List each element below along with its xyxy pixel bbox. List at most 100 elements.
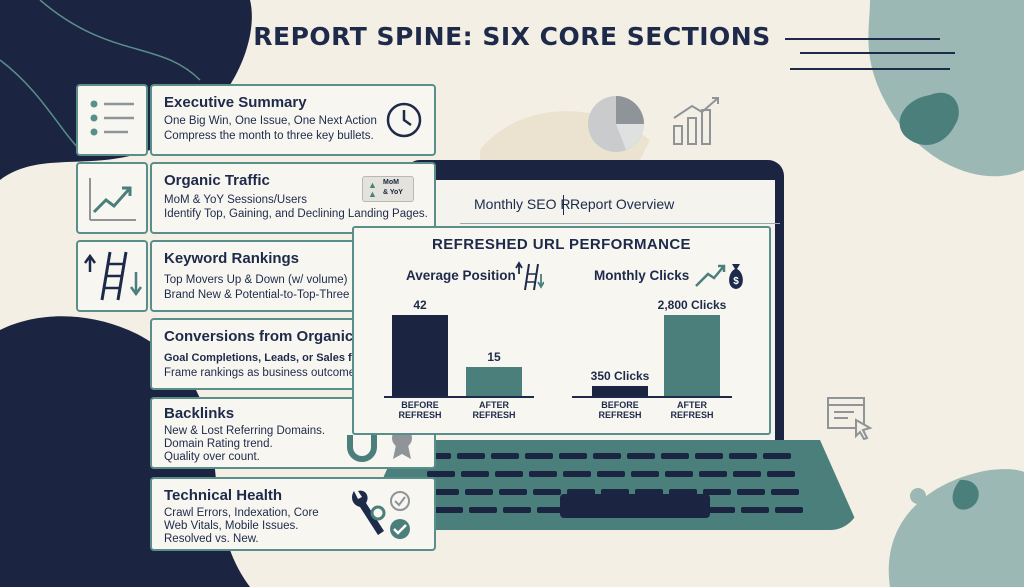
section-line: Domain Rating trend. [164, 438, 273, 450]
section-line: New & Lost Referring Domains. [164, 425, 326, 437]
section-line: Frame rankings as business outcomes. [164, 367, 365, 379]
keyboard-key [427, 471, 455, 477]
keyboard-key [763, 453, 791, 459]
ladder-icon [83, 251, 143, 301]
browser-click-icon [827, 397, 873, 440]
keyboard-key [741, 507, 769, 513]
wrench-gear-icon [352, 490, 410, 539]
triangle-icon: ▲ [368, 180, 377, 190]
keyboard-key [559, 453, 587, 459]
section-line: Top Movers Up & Down (w/ volume) [164, 274, 348, 286]
section-line: Crawl Errors, Indexation, Core [164, 507, 319, 519]
x-axis [384, 396, 534, 398]
section-card-technical-health: Technical Health Crawl Errors, Indexatio… [76, 477, 436, 551]
keyboard-key [567, 489, 595, 495]
magnet-icon [347, 435, 377, 462]
section-text-box: Executive Summary One Big Win, One Issue… [150, 84, 436, 156]
keyboard-key [699, 471, 727, 477]
section-line: Compress the month to three key bullets. [164, 130, 374, 142]
keyboard-key [495, 471, 523, 477]
x-axis [572, 396, 732, 398]
section-title: Technical Health [164, 487, 283, 504]
triangle-icon: ▲ [368, 189, 377, 199]
keyboard-key [665, 471, 693, 477]
keyboard-key [461, 471, 489, 477]
keyboard-key [499, 489, 527, 495]
laptop-keyboard [420, 448, 810, 513]
refreshed-url-performance-panel: REFRESHED URL PERFORMANCE Average Positi… [352, 226, 771, 435]
header-rule [460, 223, 780, 224]
keyboard-key [627, 453, 655, 459]
trend-up-icon [89, 178, 136, 221]
keyboard-key [435, 507, 463, 513]
keyboard-key [669, 489, 697, 495]
keyboard-key [695, 453, 723, 459]
section-card-backlinks: Backlinks New & Lost Referring Domains. … [76, 397, 436, 469]
section-line: Quality over count. [164, 451, 260, 463]
keyboard-key [537, 507, 565, 513]
keyboard-key [563, 471, 591, 477]
keyboard-key [631, 471, 659, 477]
title-rule [790, 68, 950, 70]
keyboard-key [525, 453, 553, 459]
keyboard-row [420, 448, 810, 466]
svg-text:$: $ [733, 276, 739, 287]
ladder-icon [515, 261, 544, 291]
data-label: 350 Clicks [590, 369, 650, 383]
keyboard-row [428, 484, 810, 502]
keyboard-key [733, 471, 761, 477]
keyboard-key [601, 489, 629, 495]
mom-yoy-badge: ▲ MoM ▲ & YoY [362, 176, 414, 202]
title-rule [785, 38, 940, 40]
keyboard-key [469, 507, 497, 513]
keyboard-row [424, 466, 810, 484]
section-title: Keyword Rankings [164, 250, 300, 267]
badge-text: & YoY [383, 189, 403, 196]
keyboard-key [771, 489, 799, 495]
keyboard-key [661, 453, 689, 459]
section-title: Backlinks [164, 405, 235, 422]
section-icon-box [76, 162, 148, 234]
bar [392, 315, 448, 396]
keyboard-key [635, 489, 663, 495]
keyboard-key [533, 489, 561, 495]
section-text-box: Backlinks New & Lost Referring Domains. … [150, 397, 436, 469]
section-text-box: Organic Traffic MoM & YoY Sessions/Users… [150, 162, 436, 234]
keyboard-key [457, 453, 485, 459]
badge-text: MoM [383, 179, 399, 186]
section-line: Identify Top, Gaining, and Declining Lan… [164, 208, 428, 220]
keyboard-key [423, 453, 451, 459]
bar [664, 315, 720, 396]
section-line: One Big Win, One Issue, One Next Action [164, 115, 377, 127]
section-title: Conversions from Organic [164, 328, 354, 345]
laptop-report-header: Monthly SEO R Report Overview [440, 185, 780, 225]
chart-title-average-position: Average Position [406, 268, 516, 283]
section-line: MoM & YoY Sessions/Users [164, 194, 307, 206]
section-line: Goal Completions, Leads, or Sales from [164, 352, 373, 364]
page-title: REPORT SPINE: SIX CORE SECTIONS [253, 22, 771, 51]
keyboard-key [703, 489, 731, 495]
section-title: Executive Summary [164, 94, 307, 111]
list-icon [90, 100, 134, 136]
tab-divider [563, 195, 564, 215]
section-line: Resolved vs. New. [164, 533, 259, 545]
tab-monthly-seo: Monthly SEO R [474, 196, 571, 212]
keyboard-key [491, 453, 519, 459]
money-bag-icon: $ [695, 264, 743, 289]
keyboard-key [431, 489, 459, 495]
keyboard-key [593, 453, 621, 459]
section-line: Brand New & Potential-to-Top-Three (5-1 [164, 289, 374, 301]
keyboard-key [707, 507, 735, 513]
tab-report-overview: Report Overview [570, 196, 675, 212]
keyboard-key [465, 489, 493, 495]
data-label: 42 [413, 298, 427, 312]
keyboard-key [737, 489, 765, 495]
bar-growth-icon [673, 97, 719, 145]
bar [592, 386, 648, 396]
keyboard-key [529, 471, 557, 477]
panel-title: REFRESHED URL PERFORMANCE [432, 236, 691, 253]
data-label: 15 [487, 350, 501, 364]
